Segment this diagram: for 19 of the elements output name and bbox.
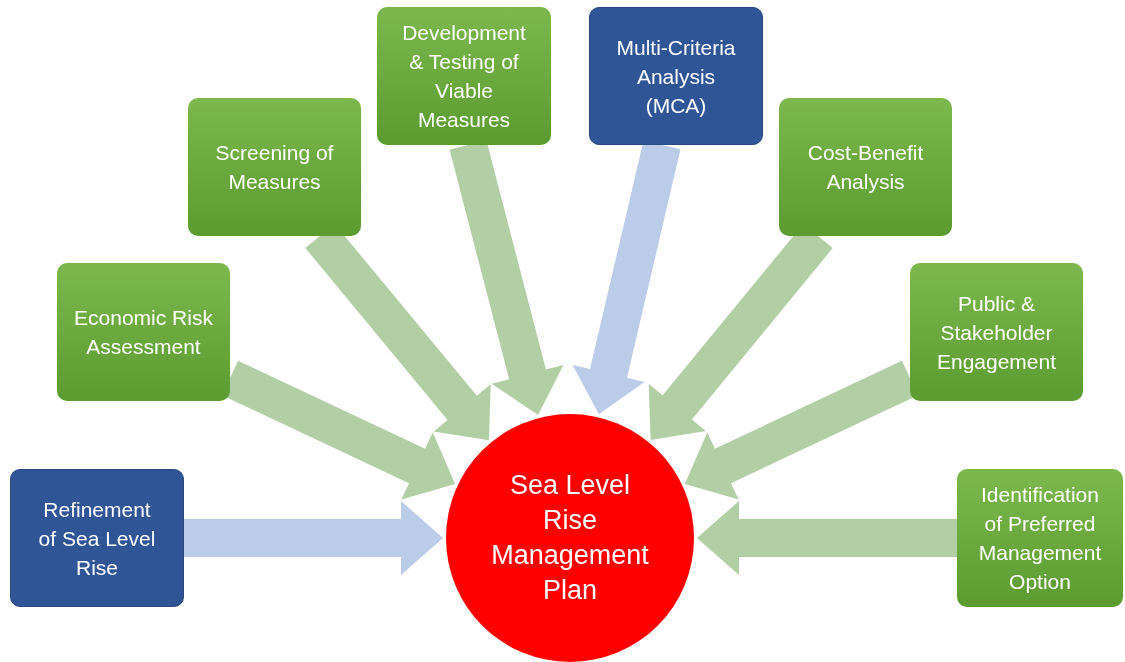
node-label: Refinement of Sea Level Rise [37, 496, 157, 581]
process-box [57, 263, 230, 401]
process-box [10, 469, 184, 607]
process-box [957, 469, 1123, 607]
process-box [377, 7, 551, 145]
node-label: Multi-Criteria Analysis (MCA) [615, 34, 737, 119]
process-box [589, 7, 763, 145]
node-label: Development & Testing of Viable Measures [401, 20, 527, 133]
node-label: Screening of Measures [214, 140, 335, 195]
node-label: Public & Stakeholder Engagement [935, 290, 1058, 375]
block-arrow [697, 501, 957, 575]
node-label: Identification of Preferred Management Option [977, 482, 1103, 595]
process-box [779, 98, 952, 236]
node-label: Sea Level Rise Management Plan [491, 469, 649, 607]
process-box [188, 98, 361, 236]
process-box [910, 263, 1083, 401]
node-label: Cost-Benefit Analysis [806, 140, 925, 195]
node-label: Economic Risk Assessment [73, 305, 214, 360]
block-arrow [184, 501, 443, 575]
